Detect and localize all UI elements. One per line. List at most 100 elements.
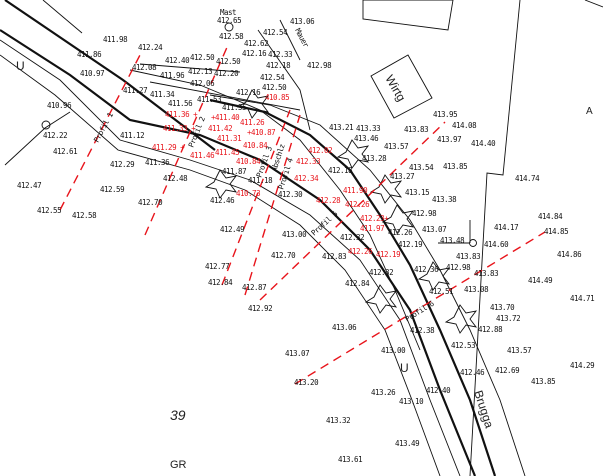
- spot-height-label: 412.08: [132, 63, 157, 72]
- spot-height-label: 412.58: [219, 32, 244, 41]
- height-labels-black: 412.65411.98412.24412.58412.62412.54413.…: [17, 16, 595, 464]
- label-mast: Mast: [220, 8, 236, 17]
- spot-height-label: 413.72: [496, 314, 520, 323]
- spot-height-label: 412.58: [72, 211, 97, 220]
- road-edge: [0, 39, 461, 476]
- spot-height-label: 413.61: [338, 455, 362, 464]
- profile-height-label: 411.26: [240, 118, 265, 127]
- spot-height-label: 412.50: [262, 83, 287, 92]
- spot-height-label: 412.54: [263, 28, 288, 37]
- profile-height-label: 412.26: [345, 200, 370, 209]
- spot-height-label: 412.24: [138, 43, 163, 52]
- tree-icon: [364, 284, 398, 314]
- road-edge-north: [4, 0, 216, 151]
- label-u: U: [16, 59, 25, 73]
- label-parcel: 39: [170, 407, 186, 423]
- spot-height-label: 412.50: [190, 53, 215, 62]
- spot-height-label: 413.95: [433, 110, 457, 119]
- profile-line-3: [221, 109, 291, 286]
- profile-label: Profil 1: [92, 111, 115, 144]
- spot-height-label: 413.57: [507, 346, 531, 355]
- spot-height-label: 413.48: [440, 236, 465, 245]
- spot-height-label: 412.40: [165, 56, 190, 65]
- spot-height-label: 414.74: [515, 174, 540, 183]
- profile-height-label: 411.33 +: [163, 124, 196, 133]
- spot-height-label: 412.77: [205, 262, 229, 271]
- spot-height-label: 411.36: [145, 158, 170, 167]
- parcel-boundary-corner: [584, 0, 603, 8]
- river-centerline: [209, 98, 497, 476]
- profile-height-label: 411.97: [360, 224, 384, 233]
- spot-height-label: 412.48: [163, 174, 188, 183]
- spot-height-label: 412.55: [37, 206, 61, 215]
- profile-height-label: 410.73: [236, 189, 260, 198]
- profile-height-label: 412.34: [294, 174, 319, 183]
- label-brugga: Brugga: [471, 389, 496, 430]
- spot-height-label: 412.83: [322, 252, 346, 261]
- spot-height-label: 414.86: [557, 250, 582, 259]
- spot-height-label: 414.84: [538, 212, 563, 221]
- spot-height-label: 412.98: [446, 263, 471, 272]
- spot-height-label: 412.20: [214, 69, 239, 78]
- spot-height-label: 413.38: [432, 195, 457, 204]
- spot-height-label: 411.27: [123, 86, 147, 95]
- building-wirtg: [370, 54, 433, 119]
- spot-height-label: 412.32: [369, 268, 393, 277]
- spot-height-label: 412.38: [410, 326, 435, 335]
- spot-height-label: 411.53: [197, 95, 221, 104]
- spot-height-label: 412.36: [414, 265, 439, 274]
- spot-height-label: 412.84: [208, 278, 233, 287]
- label-wirtg: Wirtg: [382, 73, 408, 104]
- spot-height-label: 412.49: [220, 225, 244, 234]
- profile-height-label: 410.84: [236, 157, 261, 166]
- spot-height-label: 412.70: [271, 251, 296, 260]
- profile-line-2: [144, 44, 229, 236]
- spot-height-label: 412.84: [345, 279, 370, 288]
- mauer-line: [257, 19, 311, 131]
- spot-height-label: 413.46: [354, 134, 379, 143]
- spot-height-label: 413.07: [422, 225, 446, 234]
- spot-height-label: 412.54: [260, 73, 285, 82]
- profile-height-label: +410.87: [247, 128, 275, 137]
- profile-line-5: [259, 121, 446, 301]
- manhole-icon: [469, 239, 477, 247]
- spot-height-label: 412.06: [190, 79, 215, 88]
- profile-height-label: 411.45: [215, 148, 239, 157]
- spot-height-label: 413.20: [294, 378, 319, 387]
- spot-height-label: 412.98: [412, 209, 437, 218]
- spot-height-label: 411.87: [222, 167, 246, 176]
- tree-icon: [417, 261, 451, 291]
- spot-height-label: 413.27: [390, 172, 414, 181]
- spot-height-label: 413.00: [282, 230, 307, 239]
- profile-height-label: 411.31: [217, 134, 241, 143]
- spot-height-label: 412.88: [478, 325, 503, 334]
- river-bank-east: [209, 94, 526, 476]
- spot-height-label: 411.56: [168, 99, 193, 108]
- spot-height-label: 412.13: [188, 67, 212, 76]
- label-mauer: Mauer: [293, 27, 311, 50]
- tree-icon: [336, 139, 370, 169]
- spot-height-label: 413.49: [395, 439, 419, 448]
- spot-height-label: 413.28: [362, 154, 387, 163]
- spot-height-label: 414.08: [452, 121, 477, 130]
- spot-height-label: 411.86: [77, 50, 102, 59]
- spot-height-label: 412.92: [248, 304, 272, 313]
- profile-height-label: 411.36 +: [165, 110, 198, 119]
- spot-height-label: 413.83: [474, 269, 498, 278]
- spot-height-label: 412.47: [17, 181, 41, 190]
- label-u: U: [400, 361, 409, 375]
- profile-height-label: 412.33: [296, 157, 320, 166]
- spot-height-label: 413.15: [405, 188, 429, 197]
- spot-height-label: 412.59: [100, 185, 124, 194]
- spot-height-label: 413.57: [384, 142, 408, 151]
- spot-height-label: 411.55: [222, 103, 246, 112]
- spot-height-label: 413.06: [290, 17, 315, 26]
- spot-height-label: 412.98: [307, 61, 332, 70]
- road-edge-south: [0, 54, 441, 476]
- spot-height-label: 412.26: [388, 228, 413, 237]
- spot-height-label: 410.97: [80, 69, 104, 78]
- spot-height-label: 413.26: [371, 388, 396, 397]
- profile-height-label: +411.40: [211, 113, 240, 122]
- spot-height-label: 414.29: [570, 361, 594, 370]
